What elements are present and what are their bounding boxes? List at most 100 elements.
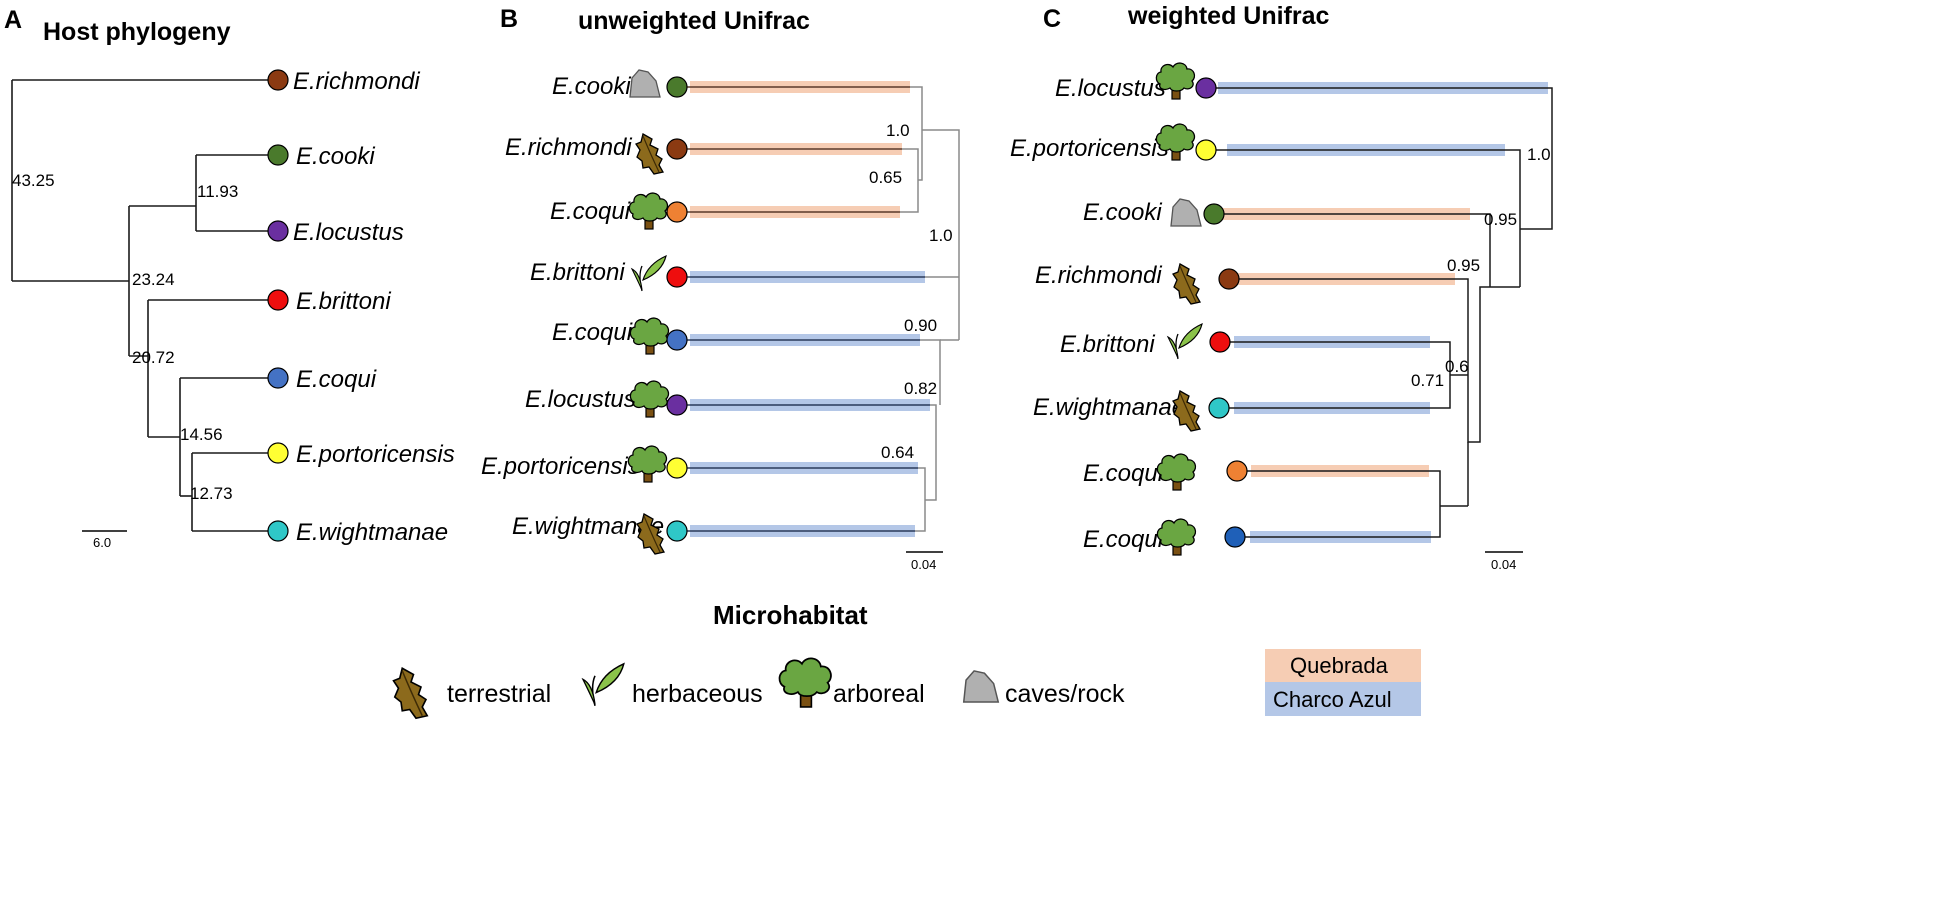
node-label: 1.0 [1527, 145, 1551, 164]
scale-bar-label: 0.04 [1491, 557, 1516, 572]
tip-label: E.locustus [525, 386, 636, 413]
leaf-litter-icon [1172, 263, 1201, 305]
tip-dot [666, 457, 688, 479]
node-label: 0.6 [1445, 357, 1469, 376]
node-label: 0.95 [1447, 256, 1480, 275]
tip-label: E.locustus [1055, 75, 1166, 102]
internal-branch [925, 404, 937, 501]
tip-dot [666, 329, 688, 351]
rock-icon [629, 69, 661, 98]
unweighted-tips: E.cooki E.richmondi E.coqui E.brittoni E… [481, 69, 688, 555]
legend-label: terrestrial [447, 680, 551, 708]
panel-b-letter: B [500, 5, 518, 33]
tip-label: E.richmondi [1035, 262, 1162, 289]
tip-dot [1203, 203, 1225, 225]
tip-dot [666, 266, 688, 288]
tip-dot [1218, 268, 1240, 290]
tip-dot [267, 367, 289, 389]
tip-label: E.cooki [296, 143, 375, 170]
herb-leaf-icon [631, 255, 667, 292]
node-label: 0.90 [904, 316, 937, 335]
tip-dot [1195, 77, 1217, 99]
tree-icon [1156, 453, 1197, 491]
tip-dot [666, 76, 688, 98]
node-label: 1.0 [886, 121, 910, 140]
panel-c-letter: C [1043, 5, 1061, 33]
label-bg [16, 170, 58, 190]
tip-label: E.portoricensis [481, 453, 640, 480]
legend: Microhabitat terrestrial herbaceous arbo… [392, 600, 1421, 720]
panel-a-letter: A [4, 6, 22, 34]
internal-branch [920, 339, 941, 405]
panel-a-title: Host phylogeny [43, 18, 231, 46]
internal-branch [1520, 87, 1553, 230]
herb-leaf-icon [1167, 323, 1203, 360]
tip-label: E.coqui [1083, 526, 1164, 553]
weighted-tips: E.locustus E.portoricensis E.cooki E.ric… [1010, 62, 1248, 556]
tip-label: E.richmondi [505, 134, 632, 161]
internal-branch [1455, 278, 1490, 443]
site-bars [1218, 82, 1548, 543]
tree-icon [629, 317, 670, 355]
legend-label: caves/rock [1005, 680, 1125, 708]
leaf-litter-icon [635, 133, 664, 175]
tip-label: E.brittoni [1060, 331, 1155, 358]
tree-icon [629, 380, 670, 418]
tip-label: E.wightmanae [296, 519, 448, 546]
tip-dot [1208, 397, 1230, 419]
tip-label: E.locustus [293, 219, 404, 246]
panel-c-title: weighted Unifrac [1127, 2, 1330, 30]
tip-dot [267, 442, 289, 464]
node-label: 1.0 [929, 226, 953, 245]
tip-dot [267, 520, 289, 542]
herb-leaf-icon [582, 663, 625, 707]
legend-title: Microhabitat [713, 600, 868, 630]
internal-branch [922, 129, 960, 340]
tip-dot [666, 520, 688, 542]
quebrada-swatch [1265, 649, 1421, 682]
internal-branch [910, 86, 923, 181]
rock-icon [963, 670, 999, 703]
tree-icon [778, 657, 832, 708]
tip-label: E.coqui [1083, 460, 1164, 487]
node-label: 0.65 [869, 168, 902, 187]
node-label: 0.64 [881, 443, 914, 462]
tip-label: E.coqui [296, 366, 377, 393]
internal-branch [915, 467, 926, 532]
tip-dot [1209, 331, 1231, 353]
node-label: 0.82 [904, 379, 937, 398]
tip-dot [666, 138, 688, 160]
tip-label: E.portoricensis [296, 441, 455, 468]
tip-dot [267, 220, 289, 242]
node-label: 12.73 [190, 484, 233, 503]
tip-label: E.portoricensis [1010, 135, 1169, 162]
tip-dot [666, 201, 688, 223]
weighted-node-labels: 1.0 0.95 0.95 0.6 0.71 [1411, 145, 1551, 390]
node-label: 23.24 [132, 270, 175, 289]
legend-label: arboreal [833, 680, 925, 708]
scale-bar-label: 0.04 [911, 557, 936, 572]
leaf-litter-icon [392, 667, 429, 720]
node-label: 0.95 [1484, 210, 1517, 229]
tip-label: E.coqui [550, 198, 631, 225]
unweighted-node-labels: 1.0 0.65 1.0 0.90 0.82 0.64 [869, 121, 953, 462]
node-label: 0.71 [1411, 371, 1444, 390]
host-tips: E.richmondi E.cooki E.locustus E.britton… [267, 68, 455, 546]
tip-dot [1195, 139, 1217, 161]
host-tree-branches [11, 79, 278, 532]
site-label-quebrada: Quebrada [1290, 653, 1389, 678]
internal-branch [1429, 470, 1441, 538]
weighted-tree-branches [1206, 87, 1553, 538]
tip-label: E.wightmanae [1033, 394, 1185, 421]
unweighted-tree-branches [677, 86, 960, 532]
tip-dot [267, 144, 289, 166]
site-label-charco-azul: Charco Azul [1273, 687, 1392, 712]
tip-label: E.brittoni [530, 259, 625, 286]
node-label: 43.25 [12, 171, 55, 190]
panel-b: B unweighted Unifrac [481, 5, 960, 572]
scale-bar-label: 6.0 [93, 535, 111, 550]
legend-label: herbaceous [632, 680, 763, 708]
panel-a: A Host phylogeny 43.25 11.93 [4, 6, 455, 550]
tip-label: E.coqui [552, 319, 633, 346]
